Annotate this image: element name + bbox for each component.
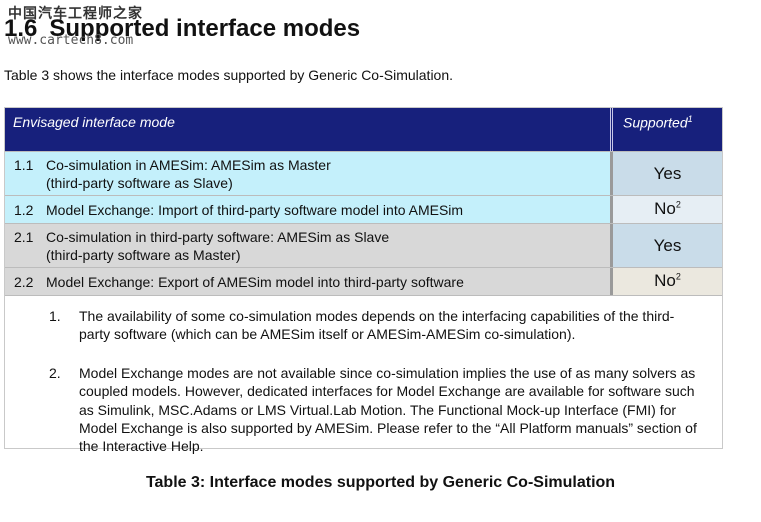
table-row: 1.1 Co-simulation in AMESim: AMESim as Ma…: [5, 152, 722, 195]
footnote-item: 2. Model Exchange modes are not availabl…: [49, 364, 704, 455]
watermark-url: www.cartech8.com: [8, 33, 134, 48]
row-divider: [5, 267, 722, 268]
row-divider: [5, 151, 722, 152]
table-caption: Table 3: Interface modes supported by Ge…: [145, 474, 616, 491]
supported-value: Yes: [653, 164, 682, 183]
row-index: 1.2: [14, 202, 34, 218]
watermark: 中国汽车工程师之家 www.cartech8.com: [8, 6, 143, 48]
header-cell-mode: Envisaged interface mode: [5, 108, 613, 151]
mode-subtext: (third-party software as Master): [46, 247, 241, 263]
supported-value: Yes: [653, 236, 682, 255]
supported-value: No2: [654, 199, 681, 218]
mode-cell: 1.2 Model Exchange: Import of third-party…: [5, 196, 613, 223]
header-cell-supported: Supported1: [613, 108, 722, 151]
footnote-item: 1. The availability of some co-simulatio…: [49, 307, 704, 344]
section-number: 1.6: [4, 15, 38, 42]
intro-paragraph: Table 3 shows the interface modes suppor…: [4, 67, 454, 83]
footnote-ref: 2: [675, 199, 681, 210]
mode-cell: 2.1 Co-simulation in third-party software…: [5, 224, 613, 267]
footnote-text: Model Exchange modes are not available s…: [79, 365, 697, 455]
mode-text: Model Exchange: Export of AMESim model i…: [46, 274, 464, 290]
table-row: 2.2 Model Exchange: Export of AMESim mode…: [5, 268, 722, 295]
table-row: 1.2 Model Exchange: Import of third-party…: [5, 196, 722, 223]
supported-cell: Yes: [613, 152, 722, 195]
header-supported-label: Supported1: [623, 114, 693, 131]
supported-cell: Yes: [613, 224, 722, 267]
mode-text: Model Exchange: Import of third-party so…: [46, 202, 464, 218]
section-title: Supported interface modes: [49, 15, 361, 42]
mode-subtext: (third-party software as Slave): [46, 175, 233, 191]
mode-cell: 2.2 Model Exchange: Export of AMESim mode…: [5, 268, 613, 295]
table-row: 2.1 Co-simulation in third-party software…: [5, 224, 722, 267]
table-header-row: Envisaged interface mode Supported1: [5, 108, 722, 151]
footnote-number: 2.: [49, 365, 61, 381]
header-mode-label: Envisaged interface mode: [13, 114, 175, 130]
row-index: 2.2: [14, 274, 34, 290]
supported-cell: No2: [613, 196, 722, 223]
mode-text: Co-simulation in third-party software: A…: [46, 229, 390, 245]
mode-text: Co-simulation in AMESim: AMESim as Maste…: [46, 157, 331, 173]
footnote-ref: 1: [687, 114, 693, 124]
row-divider: [5, 223, 722, 224]
mode-cell: 1.1 Co-simulation in AMESim: AMESim as Ma…: [5, 152, 613, 195]
row-index: 2.1: [14, 229, 34, 245]
watermark-cn-text: 中国汽车工程师之家: [8, 6, 143, 22]
table-footnotes: 1. The availability of some co-simulatio…: [5, 296, 722, 454]
footnote-ref: 2: [675, 271, 681, 282]
row-index: 1.1: [14, 157, 34, 173]
supported-cell: No2: [613, 268, 722, 295]
row-divider: [5, 195, 722, 196]
supported-value: No2: [654, 271, 681, 290]
footnote-number: 1.: [49, 308, 61, 324]
footnote-text: The availability of some co-simulation m…: [79, 308, 675, 343]
section-heading: 1.6 Supported interface modes: [4, 14, 360, 44]
row-divider: [5, 295, 722, 296]
